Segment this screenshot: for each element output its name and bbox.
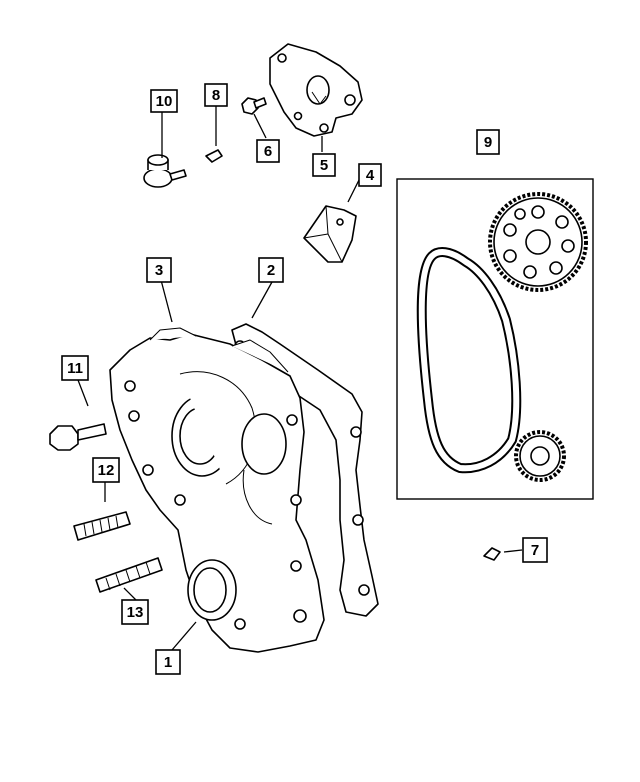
callout-5: 5	[312, 153, 336, 177]
callout-11-label: 11	[67, 360, 83, 377]
part-1-timing-cover	[109, 327, 325, 653]
part-5-mounting-plate	[269, 43, 363, 137]
part-12-stud	[73, 511, 131, 541]
callout-13-label: 13	[127, 604, 144, 621]
crank-sprocket	[514, 430, 566, 482]
leader-lines	[77, 106, 523, 651]
callout-11: 11	[61, 355, 89, 381]
callout-2: 2	[258, 257, 284, 283]
cam-sprocket	[488, 192, 588, 292]
callout-3: 3	[146, 257, 172, 283]
part-9-timing-kit	[396, 178, 594, 500]
callout-8: 8	[204, 83, 228, 107]
callout-13: 13	[121, 599, 149, 625]
callout-7: 7	[522, 537, 548, 563]
callout-10: 10	[150, 89, 178, 113]
part-11-bolt	[49, 423, 107, 451]
callout-9-label: 9	[484, 134, 492, 151]
callout-9: 9	[476, 129, 500, 155]
callout-4: 4	[358, 163, 382, 187]
kit-frame	[396, 178, 594, 500]
callout-8-label: 8	[212, 87, 220, 104]
callout-4-label: 4	[366, 167, 375, 184]
callout-12-label: 12	[98, 462, 115, 479]
callout-3-label: 3	[155, 262, 163, 279]
callout-5-label: 5	[320, 157, 328, 174]
callout-12: 12	[92, 457, 120, 483]
part-4-bracket	[303, 205, 357, 263]
callout-6-label: 6	[264, 143, 272, 160]
callout-1: 1	[155, 649, 181, 675]
part-2-gasket	[231, 323, 379, 617]
callout-6: 6	[256, 139, 280, 163]
callout-2-label: 2	[267, 262, 275, 279]
callout-1-label: 1	[164, 654, 172, 671]
part-6-bolt	[241, 97, 267, 115]
callout-10-label: 10	[156, 93, 173, 110]
part-7-key	[483, 547, 501, 561]
part-8-woodruff-key	[205, 149, 223, 163]
callout-7-label: 7	[531, 542, 539, 559]
part-13-long-stud	[95, 557, 163, 593]
part-10-flange-bolt	[143, 154, 187, 188]
